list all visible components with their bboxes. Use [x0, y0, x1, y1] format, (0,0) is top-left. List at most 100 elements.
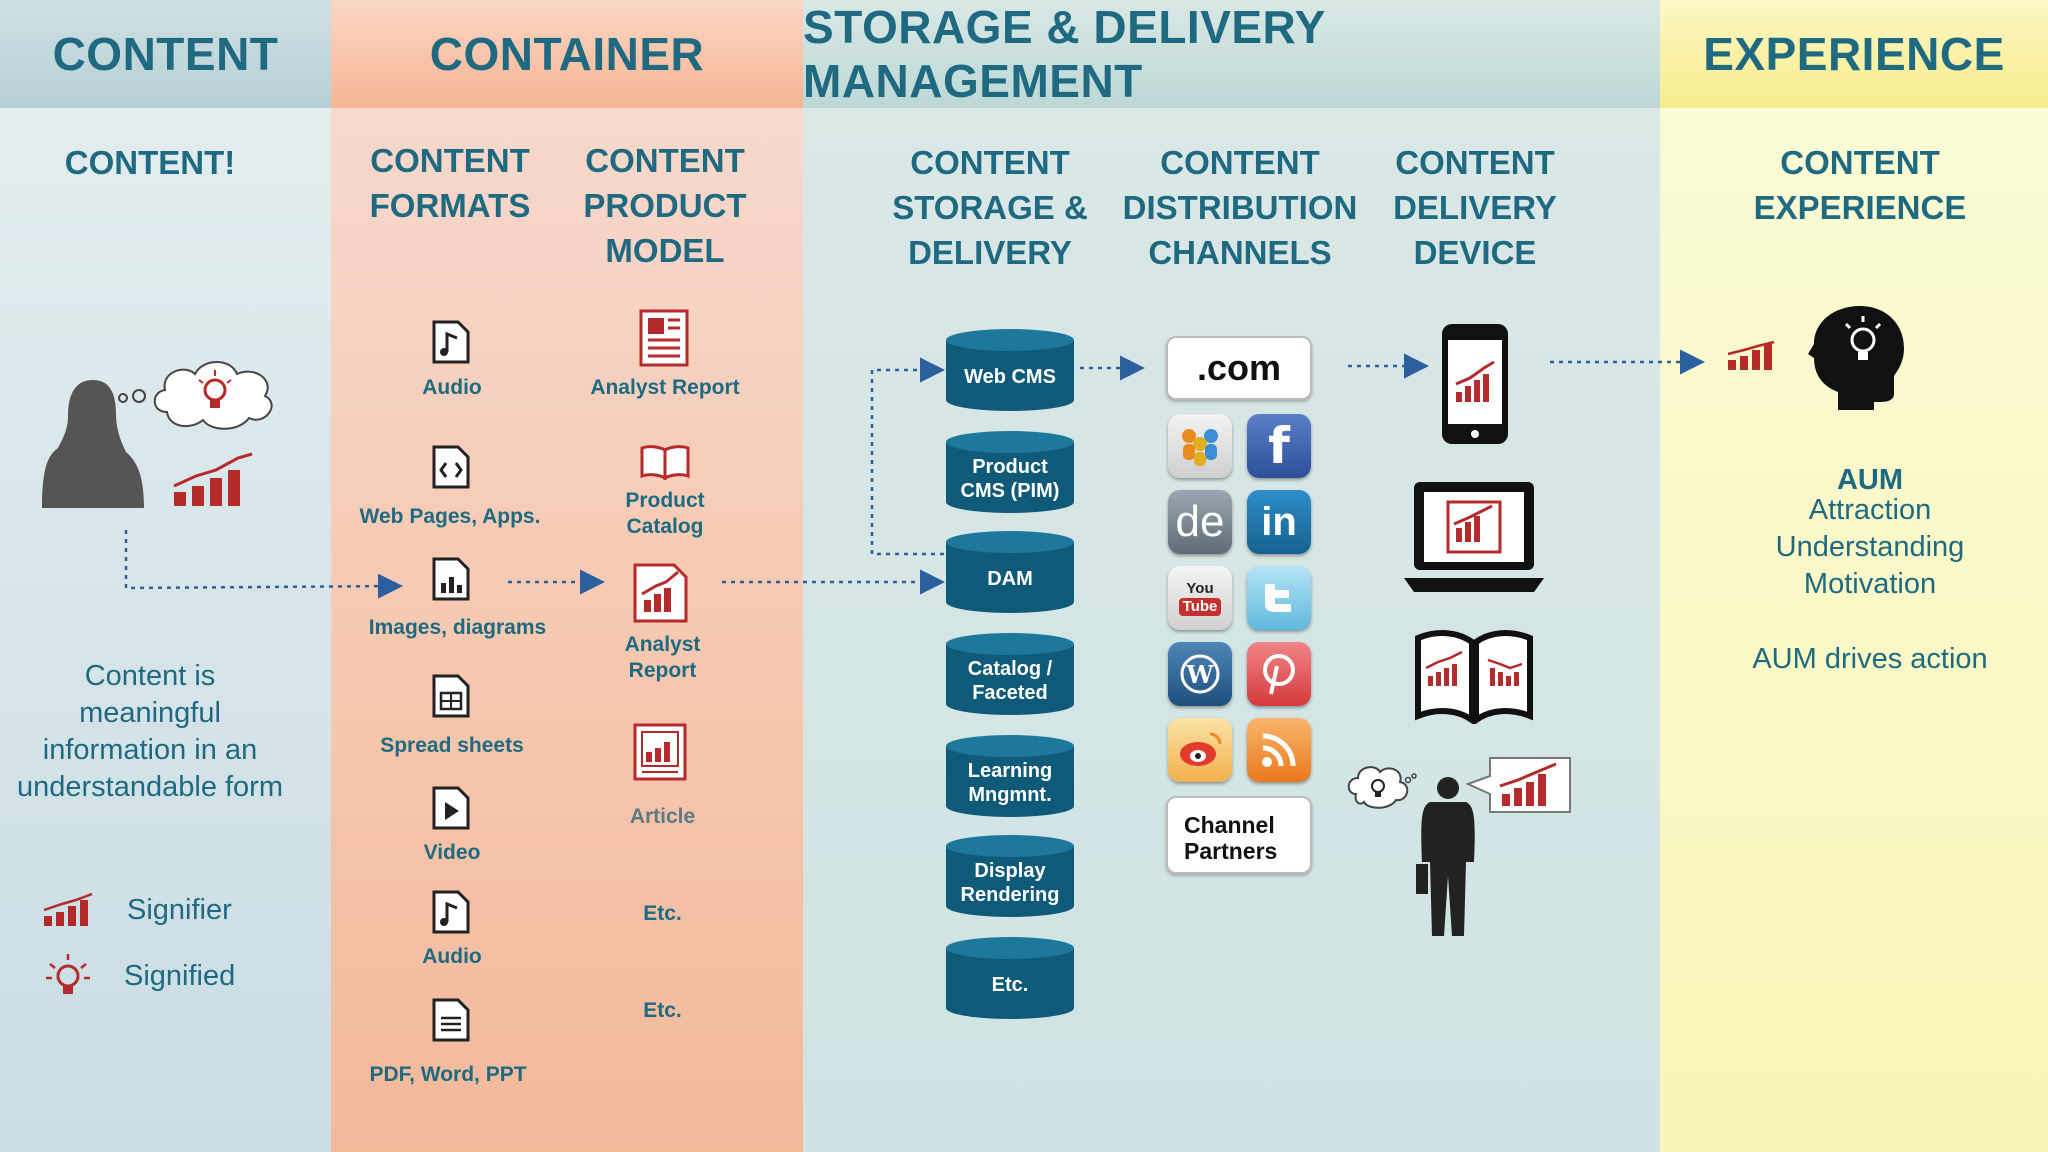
subheader-device: CONTENT DELIVERY DEVICE [1370, 140, 1580, 275]
subheader-channels-line2: DISTRIBUTION [1122, 189, 1358, 226]
product-label-etc-2: Etc. [643, 999, 682, 1022]
head-with-lightbulb-icon [1808, 306, 1904, 410]
subheader-device-line1: CONTENT [1395, 144, 1555, 181]
storage-etc: Etc. [944, 936, 1076, 1020]
smartphone-device-icon [1442, 324, 1508, 444]
format-label-audio-2: Audio [422, 945, 482, 968]
experience-column-bg [1660, 0, 2048, 1152]
video-file-icon [432, 786, 470, 830]
product-catalog-line1: Product [625, 489, 705, 512]
content-description: Content is meaningful information in an … [17, 660, 283, 803]
legend-signified: Signified [124, 960, 236, 992]
pinterest-icon [1247, 642, 1311, 706]
subheader-device-line3: DEVICE [1413, 234, 1537, 271]
product-catalog-book-icon [640, 445, 690, 480]
signified-legend-icon [46, 954, 90, 994]
twitter-icon [1247, 566, 1311, 630]
container-column-bg [331, 0, 803, 1152]
storage-catalog-faceted: Catalog /Faceted [944, 632, 1076, 716]
subheader-storage: CONTENT STORAGE & DELIVERY [880, 140, 1100, 275]
storage-product-cms-line2: CMS (PIM) [960, 480, 1060, 502]
header-content: CONTENT [0, 0, 331, 108]
experience-understanding: Understanding [1775, 531, 1965, 563]
experience-aum-drives-action: AUM drives action [1752, 643, 1988, 675]
facebook-icon: f [1247, 414, 1311, 478]
header-experience: EXPERIENCE [1660, 0, 2048, 108]
storage-dam: DAM [944, 530, 1076, 614]
format-label-web: Web Pages, Apps. [359, 505, 541, 528]
audio-file-icon-2 [432, 890, 470, 934]
channel-partners-line2: Partners [1184, 838, 1278, 864]
product-label-etc-1: Etc. [643, 902, 682, 925]
businessman-silhouette-icon [1416, 777, 1475, 936]
header-container: CONTAINER [331, 0, 803, 108]
product-label-analyst-report: Analyst Report [580, 632, 745, 684]
analyst-report-line1: Analyst [624, 633, 701, 656]
storage-catalog-label: Catalog /Faceted [944, 652, 1076, 710]
document-file-icon [432, 998, 470, 1042]
product-label-product-catalog: Product Catalog [580, 488, 750, 540]
experience-attraction: Attraction [1808, 494, 1932, 526]
subheader-formats-line1: CONTENT [370, 142, 530, 179]
storage-display-line1: Display [974, 860, 1046, 882]
subheader-product-line2: PRODUCT [583, 187, 747, 224]
linkedin-icon: in [1247, 490, 1311, 554]
storage-product-cms-line1: Product [972, 456, 1048, 478]
dotcom-channel: .com [1166, 336, 1312, 400]
wordpress-icon: W [1168, 642, 1232, 706]
image-diagram-file-icon [432, 557, 470, 601]
format-label-audio: Audio [422, 376, 482, 399]
header-storage-delivery: STORAGE & DELIVERY MANAGEMENT [803, 0, 1660, 108]
experience-signifier-icon [1727, 340, 1775, 370]
storage-web-cms-label: Web CMS [964, 366, 1056, 388]
web-code-file-icon [432, 445, 470, 489]
youtube-icon-line1: You [1186, 580, 1214, 597]
storage-dam-label: DAM [987, 568, 1033, 590]
weibo-icon [1168, 718, 1232, 782]
subheader-content: CONTENT! [0, 140, 300, 185]
chart-speech-bubble-icon [1466, 757, 1571, 813]
subheader-experience: CONTENT EXPERIENCE [1740, 140, 1980, 230]
subheader-storage-line2: STORAGE & [892, 189, 1088, 226]
subheader-product-line3: MODEL [605, 232, 725, 269]
experience-motivation: Motivation [1803, 568, 1937, 600]
product-catalog-line2: Catalog [626, 515, 704, 538]
bar-chart-signifier-icon [173, 452, 253, 506]
youtube-icon-line2: Tube [1178, 598, 1222, 616]
laptop-device-icon [1404, 482, 1544, 592]
audio-file-icon [432, 320, 470, 364]
storage-web-cms: Web CMS [944, 328, 1076, 412]
storage-catalog-line2: Faceted [972, 682, 1048, 704]
product-label-article: Article [629, 805, 696, 828]
spreadsheet-file-icon [432, 674, 470, 718]
article-chart-icon [633, 723, 687, 781]
thought-bubble-icon [118, 361, 273, 430]
subheader-device-line2: DELIVERY [1393, 189, 1557, 226]
subheader-channels-line1: CONTENT [1160, 144, 1320, 181]
storage-display-line2: Rendering [960, 884, 1060, 906]
experience-aum: AUM [1836, 464, 1904, 496]
woman-silhouette-icon [42, 380, 144, 508]
subheader-channels-line3: CHANNELS [1148, 234, 1332, 271]
youtube-icon: You Tube [1168, 566, 1232, 630]
storage-learning-line1: Learning [967, 760, 1053, 782]
format-label-video: Video [423, 841, 481, 864]
svg-text:W: W [1186, 660, 1215, 689]
channel-partners-box: Channel Partners [1166, 796, 1312, 874]
subheader-content-text: CONTENT! [64, 144, 236, 181]
community-people-icon [1168, 414, 1232, 478]
subheader-storage-line1: CONTENT [910, 144, 1070, 181]
subheader-product-line1: CONTENT [585, 142, 745, 179]
rss-icon [1247, 718, 1311, 782]
format-label-spreadsheets: Spread sheets [380, 734, 524, 757]
analyst-report-line2: Report [628, 659, 697, 682]
legend-signifier: Signifier [127, 894, 232, 926]
channel-partners-line1: Channel [1184, 812, 1275, 838]
content-column-bg [0, 0, 331, 1152]
